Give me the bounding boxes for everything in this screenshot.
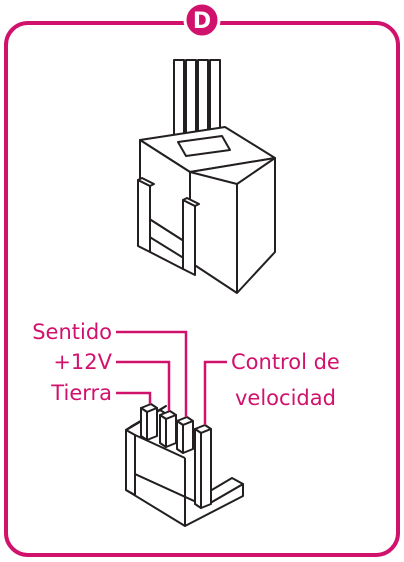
cable-wires bbox=[173, 59, 221, 151]
label-sense: Sentido bbox=[32, 320, 112, 344]
panel-badge bbox=[183, 1, 221, 39]
label-speed-control-line2: velocidad bbox=[235, 386, 336, 410]
label-ground: Tierra bbox=[50, 381, 112, 405]
leader-ground bbox=[116, 391, 152, 404]
label-speed-control-line1: Control de bbox=[231, 350, 340, 374]
label-12v: +12V bbox=[53, 350, 112, 374]
panel-badge-letter: D bbox=[193, 9, 211, 34]
header-pins bbox=[140, 403, 212, 509]
pin-labels: Sentido +12V Tierra Control de velocidad bbox=[32, 320, 340, 410]
header-pins-illustration bbox=[125, 403, 244, 527]
label-leader-lines bbox=[116, 330, 227, 425]
leader-speed-control bbox=[203, 360, 227, 425]
leader-sense bbox=[116, 330, 188, 417]
cable-plug-illustration bbox=[137, 59, 276, 294]
plug-body bbox=[137, 126, 276, 294]
leader-12v bbox=[116, 360, 171, 411]
